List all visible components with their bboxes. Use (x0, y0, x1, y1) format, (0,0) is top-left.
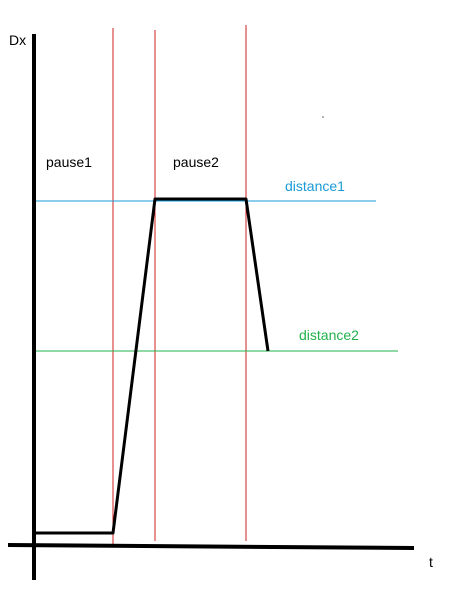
distance2-label: distance2 (299, 327, 359, 343)
x-axis (7, 543, 415, 550)
y-axis-label: Dx (9, 32, 26, 48)
pause1-label: pause1 (46, 154, 92, 170)
stray-dot (322, 116, 324, 118)
trajectory-line (34, 197, 270, 535)
distance1-label: distance1 (285, 178, 345, 194)
x-axis-label: t (429, 554, 433, 570)
pause2-label: pause2 (173, 154, 219, 170)
